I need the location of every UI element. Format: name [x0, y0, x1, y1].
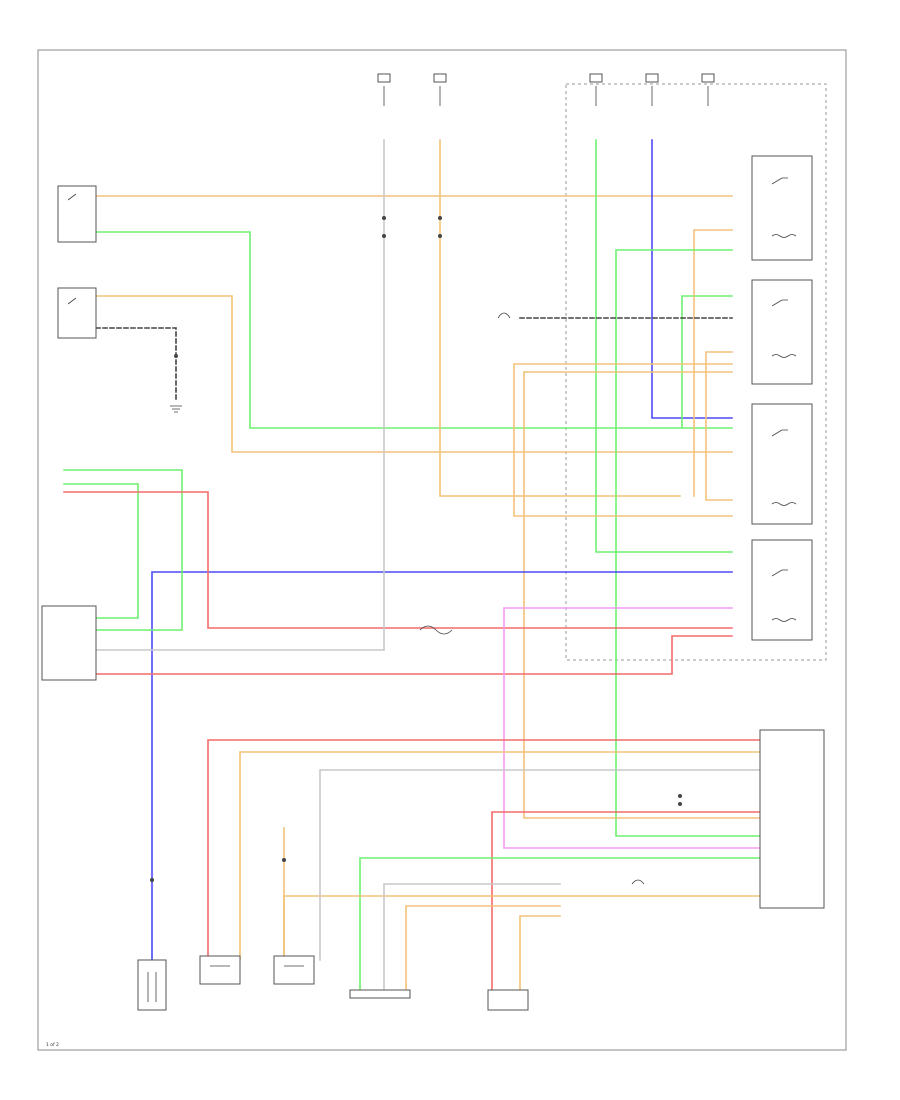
sensor-1 — [199, 955, 241, 985]
fuse-box-1 — [377, 73, 391, 83]
left-switch-contacts — [67, 193, 77, 305]
connector-dot — [438, 234, 442, 238]
green-vertical-right — [595, 139, 733, 553]
relay-1 — [751, 155, 813, 261]
wire-layer — [63, 139, 761, 991]
relay-box-outline — [565, 83, 827, 661]
green-left-connector — [63, 469, 183, 631]
connector-dot — [678, 794, 682, 798]
resistor-symbol — [419, 625, 453, 635]
green-relay1-coil — [615, 249, 761, 837]
red-bottom-box-top — [207, 739, 761, 961]
relay-3-contact — [771, 429, 788, 437]
connector-dot — [150, 878, 154, 882]
orange-relay2-coil — [705, 351, 733, 501]
relay-1-coil — [771, 234, 797, 238]
motor-symbol — [147, 972, 157, 1002]
orange-bottom-box-2 — [239, 751, 761, 961]
relay-2 — [751, 279, 813, 385]
left-switch-2 — [57, 287, 97, 339]
sensor-2 — [273, 955, 315, 985]
left-switch-1 — [57, 185, 97, 243]
page-id: 1 of 2 — [46, 1042, 59, 1048]
bottom-module — [759, 729, 825, 909]
fuse-stubs — [383, 86, 709, 106]
connection-dots — [150, 216, 682, 882]
orange-relay2-loop — [693, 229, 733, 497]
connector-dot — [678, 802, 682, 806]
relay-4 — [751, 539, 813, 641]
connector-dot — [438, 216, 442, 220]
motor-1 — [137, 959, 167, 1011]
connector-dot — [282, 858, 286, 862]
fuse-box-2 — [433, 73, 447, 83]
blue-main — [151, 571, 733, 961]
relay-3 — [751, 403, 813, 525]
relay-1-contact — [771, 177, 788, 185]
mid-ground-symbol — [497, 312, 511, 319]
green-relay-loop — [681, 295, 733, 429]
orange-bottom-4 — [519, 915, 561, 991]
red-bottom-connector — [95, 635, 733, 675]
fuse-box-3 — [589, 73, 603, 83]
relay-4-contact — [771, 569, 788, 577]
switch-bottom-1 — [349, 989, 411, 999]
green-bottom — [359, 857, 761, 991]
green-left-connector-2 — [63, 483, 139, 619]
diagram-border — [37, 49, 847, 1051]
left-connector — [41, 605, 97, 681]
relay-2-contact — [771, 299, 788, 307]
red-bottom-mid — [491, 811, 761, 991]
gray-bottom-b — [383, 883, 561, 991]
ground-symbol-left — [170, 405, 182, 413]
bottom-switch-symbol — [631, 879, 645, 885]
relay-2-coil — [771, 354, 797, 358]
connector-dot — [382, 216, 386, 220]
red-left-connector — [63, 491, 733, 629]
relay-4-coil — [771, 618, 797, 622]
orange-relay3-feed — [513, 363, 733, 517]
pink-relay4 — [503, 607, 761, 849]
connector-dot — [174, 354, 178, 358]
component-layer — [41, 155, 825, 1011]
gray-bottom-a — [319, 769, 761, 961]
orange-vertical-center — [439, 139, 681, 497]
fuse-headers — [377, 73, 715, 106]
orange-bottom-3 — [405, 905, 561, 991]
relay-3-coil — [771, 502, 797, 506]
switch-bottom-2 — [487, 989, 529, 1011]
connector-dot — [382, 234, 386, 238]
orange-long-vertical — [523, 371, 761, 819]
orange-second-switch — [95, 295, 733, 453]
dark-ground-wire — [95, 327, 177, 401]
green-top-switch — [95, 231, 733, 429]
switch-symbols — [67, 177, 797, 1002]
fuse-box-5 — [701, 73, 715, 83]
blue-vertical-right — [651, 139, 733, 419]
fuse-box-4 — [645, 73, 659, 83]
